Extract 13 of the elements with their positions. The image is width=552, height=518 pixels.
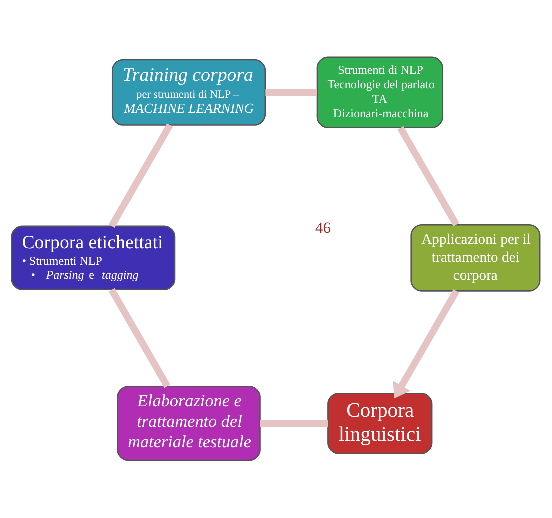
connector xyxy=(108,124,174,228)
node-box: Corpora etichettati • Strumenti NLP • Parsing e tagging xyxy=(11,226,176,291)
node-box: Applicazioni per il trattamento dei corpora xyxy=(410,224,541,292)
connector xyxy=(260,420,328,428)
arrow xyxy=(393,290,460,399)
connector xyxy=(398,126,460,227)
node-box: Elaborazione e trattamento del materiale testuale xyxy=(117,386,261,462)
connector xyxy=(108,288,171,388)
label: 46 xyxy=(315,220,331,237)
connector xyxy=(266,89,318,96)
node-box: Corpora linguistici xyxy=(328,392,433,454)
node-box: Strumenti di NLP Tecnologie del parlato TA Dizionari-macchina xyxy=(316,56,444,128)
node-box: Training corpora per strumenti di NLP – MACHINE LEARNING xyxy=(112,59,266,126)
